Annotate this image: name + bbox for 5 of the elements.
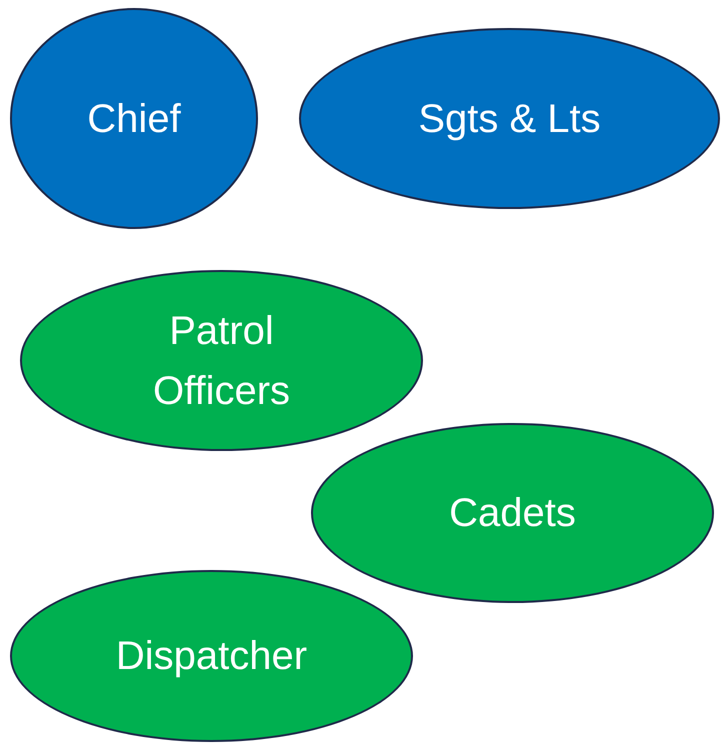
node-label: Chief [87, 96, 181, 142]
node-label: Patrol Officers [152, 308, 292, 414]
node-label: Cadets [449, 490, 576, 537]
node-label: Sgts & Lts [418, 96, 601, 142]
node-label: Dispatcher [116, 633, 308, 680]
